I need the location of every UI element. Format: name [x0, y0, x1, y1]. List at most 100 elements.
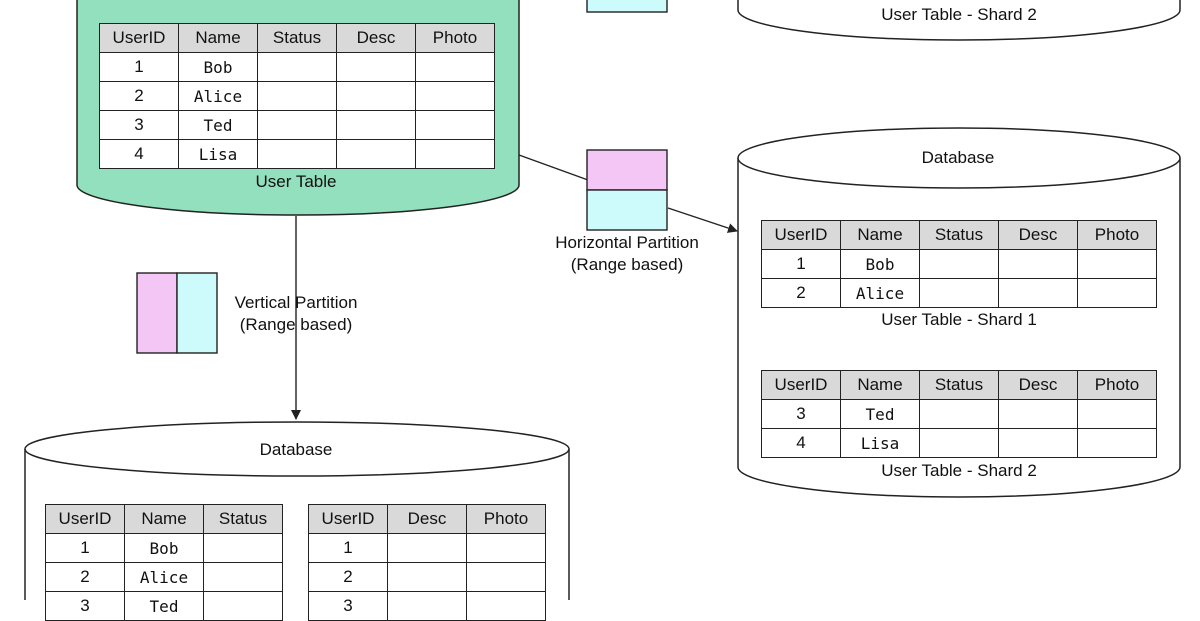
column-header: Desc	[336, 23, 416, 53]
source-user-table: UserID Name Status Desc Photo 1 Bob 2 Al…	[99, 23, 495, 169]
table-row: 1 Bob	[99, 52, 495, 82]
column-header: Name	[124, 504, 204, 534]
user-id-cell: 1	[761, 249, 841, 279]
partial-cyan-block	[586, 0, 668, 13]
table-row: 3	[308, 591, 546, 621]
name-cell: Alice	[124, 562, 204, 592]
user-id-cell: 3	[308, 591, 388, 621]
table-header-row: UserID Name Status Desc Photo	[99, 23, 495, 53]
photo-cell	[1077, 278, 1157, 308]
user-id-cell: 3	[45, 591, 125, 621]
user-id-cell: 1	[308, 533, 388, 563]
table-row: 3 Ted	[45, 591, 283, 621]
column-header: Status	[919, 370, 999, 400]
user-id-cell: 3	[761, 399, 841, 429]
desc-cell	[336, 81, 416, 111]
desc-cell	[998, 428, 1078, 458]
name-cell: Lisa	[840, 428, 920, 458]
status-cell	[257, 110, 337, 140]
status-cell	[203, 533, 283, 563]
top-right-database-partial	[737, 0, 1181, 41]
name-cell: Ted	[840, 399, 920, 429]
column-header: Status	[919, 220, 999, 250]
vertical-db-title: Database	[259, 440, 333, 459]
status-cell	[919, 249, 999, 279]
shard2-user-table: UserID Name Status Desc Photo 3 Ted 4 Li…	[761, 370, 1157, 458]
column-header: Photo	[1077, 370, 1157, 400]
desc-cell	[387, 533, 467, 563]
vertical-right-table: UserID Desc Photo 1 2 3	[308, 504, 546, 621]
column-header: UserID	[761, 220, 841, 250]
column-header: Desc	[387, 504, 467, 534]
column-header: Name	[840, 370, 920, 400]
horizontal-arrow	[667, 207, 738, 233]
photo-cell	[1077, 428, 1157, 458]
vertical-partition-title: Vertical Partition	[234, 293, 358, 312]
table-row: 1	[308, 533, 546, 563]
table-row: 1 Bob	[45, 533, 283, 563]
name-cell: Alice	[178, 81, 258, 111]
name-cell: Lisa	[178, 139, 258, 169]
status-cell	[919, 278, 999, 308]
name-cell: Alice	[840, 278, 920, 308]
shard1-caption: User Table - Shard 1	[881, 310, 1037, 329]
table-row: 4 Lisa	[761, 428, 1157, 458]
horizontal-partition-subtitle: (Range based)	[570, 255, 684, 274]
horizontal-partition-label: Horizontal Partition (Range based)	[527, 232, 727, 276]
user-id-cell: 3	[99, 110, 179, 140]
desc-cell	[998, 249, 1078, 279]
desc-cell	[998, 399, 1078, 429]
column-header: Status	[257, 23, 337, 53]
name-cell: Ted	[124, 591, 204, 621]
desc-cell	[387, 562, 467, 592]
desc-cell	[387, 591, 467, 621]
photo-cell	[415, 110, 495, 140]
desc-cell	[998, 278, 1078, 308]
status-cell	[257, 81, 337, 111]
desc-cell	[336, 52, 416, 82]
vertical-partition-label: Vertical Partition (Range based)	[216, 292, 376, 336]
table-row: 1 Bob	[761, 249, 1157, 279]
name-cell: Bob	[840, 249, 920, 279]
name-cell: Ted	[178, 110, 258, 140]
column-header: Desc	[998, 370, 1078, 400]
photo-cell	[415, 81, 495, 111]
table-row: 3 Ted	[99, 110, 495, 140]
desc-cell	[336, 139, 416, 169]
column-header: Photo	[466, 504, 546, 534]
photo-cell	[466, 591, 546, 621]
user-id-cell: 4	[99, 139, 179, 169]
user-id-cell: 1	[45, 533, 125, 563]
status-cell	[203, 562, 283, 592]
column-header: Desc	[998, 220, 1078, 250]
horizontal-line-segment	[518, 154, 589, 181]
column-header: Photo	[415, 23, 495, 53]
column-header: UserID	[99, 23, 179, 53]
status-cell	[919, 428, 999, 458]
user-id-cell: 2	[45, 562, 125, 592]
table-header-row: UserID Desc Photo	[308, 504, 546, 534]
horizontal-db-title: Database	[921, 148, 995, 167]
photo-cell	[466, 533, 546, 563]
table-header-row: UserID Name Status	[45, 504, 283, 534]
vertical-partition-subtitle: (Range based)	[239, 315, 353, 334]
source-table-caption: User Table	[255, 172, 337, 191]
photo-cell	[415, 52, 495, 82]
table-row: 2	[308, 562, 546, 592]
column-header: UserID	[45, 504, 125, 534]
table-row: 2 Alice	[99, 81, 495, 111]
user-id-cell: 2	[761, 278, 841, 308]
column-header: UserID	[308, 504, 388, 534]
table-row: 2 Alice	[45, 562, 283, 592]
photo-cell	[1077, 249, 1157, 279]
status-cell	[257, 139, 337, 169]
user-id-cell: 4	[761, 428, 841, 458]
column-header: Status	[203, 504, 283, 534]
name-cell: Bob	[124, 533, 204, 563]
photo-cell	[1077, 399, 1157, 429]
name-cell: Bob	[178, 52, 258, 82]
table-row: 3 Ted	[761, 399, 1157, 429]
vertical-partition-icon	[136, 272, 218, 354]
column-header: Name	[840, 220, 920, 250]
status-cell	[203, 591, 283, 621]
